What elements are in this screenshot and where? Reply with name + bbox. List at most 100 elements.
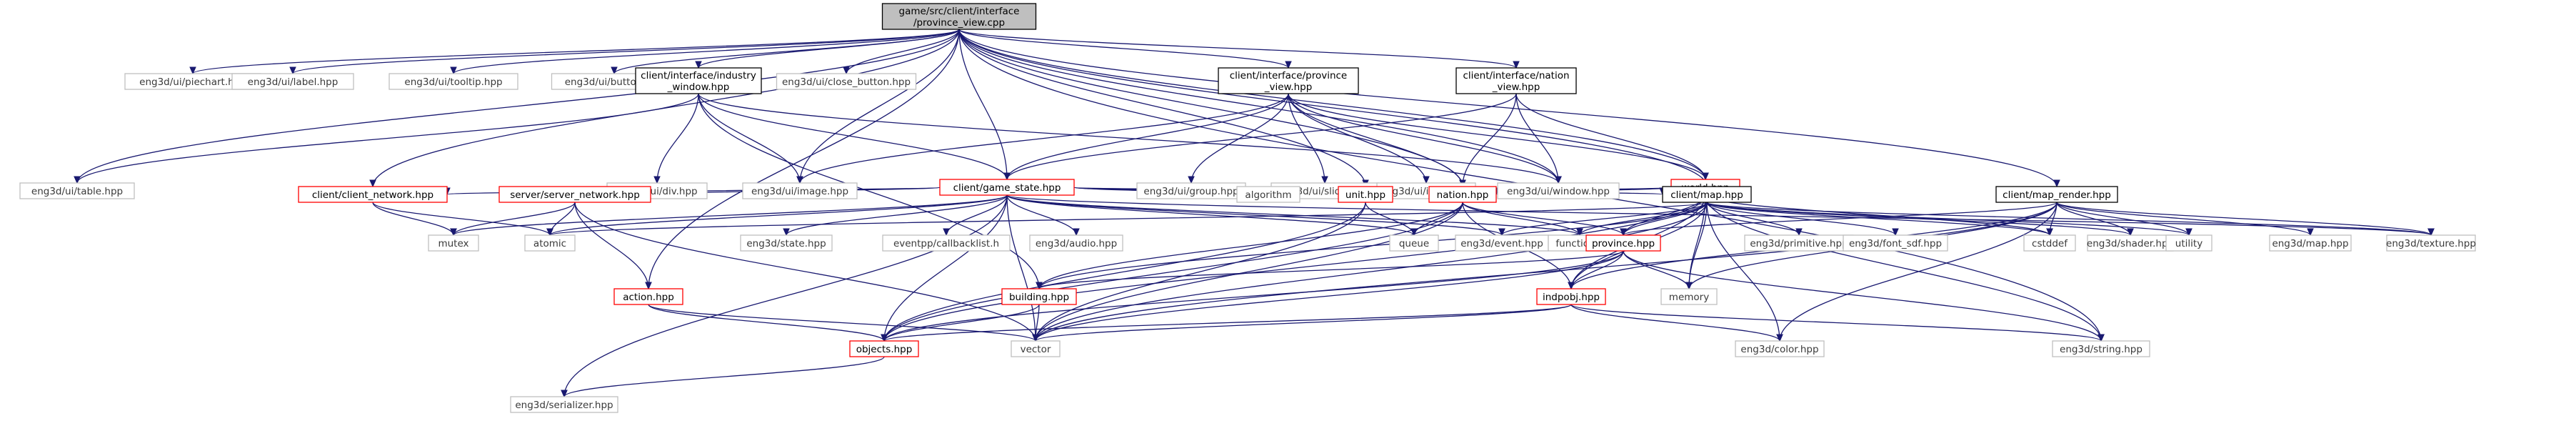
edge-gamestate-to-queue <box>1006 194 1415 236</box>
node-building[interactable]: building.hpp <box>1001 288 1077 305</box>
node-box-engmap <box>2269 234 2352 252</box>
arrowhead-servernet-to-mutex <box>450 228 457 237</box>
node-label-primitive: eng3d/primitive.hpp <box>1750 238 1848 249</box>
node-label-utility: utility <box>2175 238 2202 249</box>
edge-gamestate-to-atomic <box>549 194 1008 236</box>
edge-province-to-memory <box>1623 250 1690 289</box>
node-box-indpobj <box>1536 288 1606 305</box>
node-memory: memory <box>1660 288 1718 305</box>
arrowhead-nationview-to-window <box>1555 176 1562 184</box>
node-objects[interactable]: objects.hpp <box>849 340 919 357</box>
node-label-color: eng3d/color.hpp <box>1740 344 1818 355</box>
edge-objects-to-serializer <box>563 356 885 397</box>
arrowhead-maprender-to-utility <box>2185 228 2192 237</box>
arrowhead-root-to-closebtn <box>843 66 850 75</box>
node-label: eng3d/ui/label.hpp <box>231 73 354 90</box>
edge-root-to-action <box>648 29 960 289</box>
node-box-root <box>881 3 1037 30</box>
node-label-industry: client/interface/industry <box>641 70 756 81</box>
edge-map-to-utility <box>1706 202 2190 236</box>
arrowhead-maprender-to-engmap <box>2307 228 2314 237</box>
node-label-provview: _view.hpp <box>1264 81 1313 93</box>
node-label-label: eng3d/ui/label.hpp <box>248 76 339 88</box>
node-action[interactable]: action.hpp <box>613 288 683 305</box>
node-label-mutex: mutex <box>438 238 468 249</box>
node-box-algorithm <box>1236 186 1300 203</box>
edge-root-to-industry <box>698 29 960 69</box>
edge-industry-to-table <box>76 93 699 184</box>
edge-indpobj-to-objects <box>883 304 1572 342</box>
edge-nation-to-queue <box>1413 202 1463 236</box>
node-servernet[interactable]: server/server_network.hpp <box>498 186 651 203</box>
edge-gamestate-to-state <box>786 194 1008 236</box>
edge-map-to-color <box>1706 202 1780 342</box>
edge-unit-to-objects <box>883 202 1366 342</box>
node-nationview[interactable]: client/interface/nation_view.hpp <box>1455 67 1577 94</box>
edge-maprender-to-utility <box>2056 202 2190 236</box>
edge-world-to-string <box>1705 194 2102 342</box>
node-provview[interactable]: client/interface/province_view.hpp <box>1218 67 1359 94</box>
node-gamestate[interactable]: client/game_state.hpp <box>939 179 1075 196</box>
edge-clientnet-to-atomic <box>372 202 551 236</box>
node-maprender[interactable]: client/map_render.hpp <box>1995 186 2118 203</box>
node-label-building: building.hpp <box>1009 292 1069 303</box>
node-map[interactable]: client/map.hpp <box>1662 186 1752 203</box>
node-unit[interactable]: unit.hpp <box>1338 186 1393 203</box>
node-clientnet[interactable]: client/client_network.hpp <box>298 186 448 203</box>
edge-root-to-nation <box>958 29 1463 187</box>
node-province[interactable]: province.hpp <box>1585 234 1661 252</box>
edge-nationview-to-window <box>1515 93 1559 184</box>
arrowhead-root-to-button <box>611 66 618 75</box>
node-nation[interactable]: nation.hpp <box>1428 186 1497 203</box>
node-label-servernet: server/server_network.hpp <box>510 189 640 201</box>
edge-nation-to-vector <box>1035 202 1463 342</box>
node-label-action: action.hpp <box>623 292 674 303</box>
edge-nationview-to-world <box>1515 93 1706 180</box>
edge-maprender-to-texture <box>2056 202 2432 236</box>
edge-gamestate-to-functional <box>1006 194 1580 236</box>
node-label-nation: nation.hpp <box>1437 189 1489 201</box>
node-eventpp: eventpp/callbacklist.h <box>882 234 1011 252</box>
edge-root-to-window <box>958 29 1559 184</box>
edge-provview-to-nation <box>1288 93 1463 187</box>
arrowhead-objects-to-serializer <box>561 390 568 398</box>
edge-root-to-unit <box>958 29 1366 187</box>
edge-industry-to-image <box>698 93 801 184</box>
edge-maprender-to-vector <box>1035 202 2058 342</box>
node-box-cstddef <box>2023 234 2076 252</box>
edge-servernet-to-action <box>574 202 649 289</box>
arrowhead-nationview-to-world <box>1702 172 1709 181</box>
node-box-maprender <box>1995 186 2118 203</box>
arrowhead-indpobj-to-color <box>1776 334 1783 342</box>
edge-gamestate-to-audio <box>1006 194 1077 236</box>
node-fontsdf: eng3d/font_sdf.hpp <box>1843 234 1948 252</box>
node-box-nation <box>1428 186 1497 203</box>
edge-industry-to-div <box>656 93 699 184</box>
node-indpobj[interactable]: indpobj.hpp <box>1536 288 1606 305</box>
node-label-window: eng3d/ui/window.hpp <box>1507 186 1610 197</box>
edge-provview-to-slider <box>1288 93 1325 184</box>
node-industry[interactable]: client/interface/industry_window.hpp <box>635 67 762 94</box>
edge-gamestate-to-vector <box>1006 194 1036 342</box>
node-box-unit <box>1338 186 1393 203</box>
node-label-root: game/src/client/interface <box>899 6 1020 17</box>
node-box-fontsdf <box>1843 234 1948 252</box>
node-primitive: eng3d/primitive.hpp <box>1744 234 1854 252</box>
node-box-audio <box>1029 234 1123 252</box>
edge-root-to-tooltip <box>453 29 960 74</box>
node-label-texture: eng3d/texture.hpp <box>2386 238 2476 249</box>
edge-province-to-building <box>1038 250 1624 289</box>
node-box-texture <box>2386 234 2476 252</box>
edge-provview-to-window <box>1288 93 1559 184</box>
edge-gamestate-to-mutex <box>453 194 1008 236</box>
edge-root-to-world <box>958 29 1706 180</box>
arrowhead-provview-to-image <box>796 176 803 184</box>
node-box-serializer <box>510 396 618 413</box>
graph-edges <box>74 29 2435 398</box>
arrowhead-industry-to-div <box>653 176 661 184</box>
node-label-clientnet: client/client_network.hpp <box>312 189 433 201</box>
arrowhead-province-to-building <box>1036 282 1043 290</box>
node-root[interactable]: game/src/client/interface/province_view.… <box>881 3 1037 30</box>
node-box-action <box>613 288 683 305</box>
node-atomic: atomic <box>524 234 576 252</box>
